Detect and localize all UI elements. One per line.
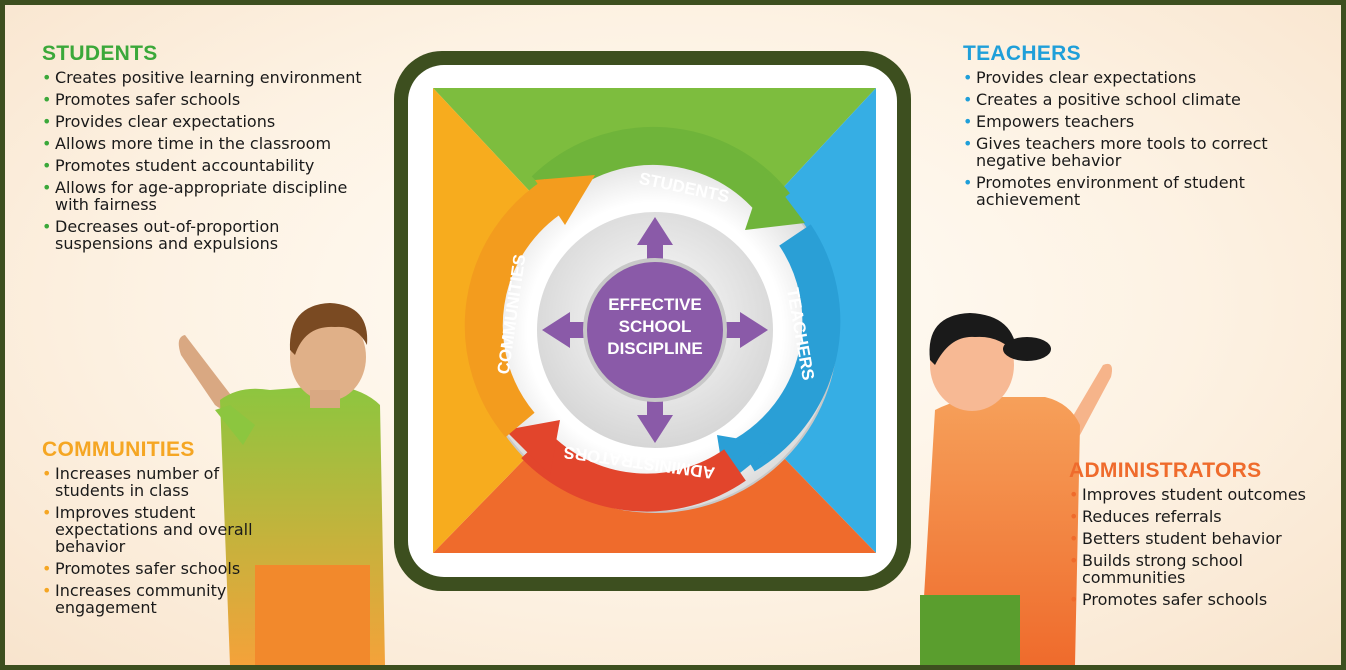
list-item: Promotes safer schools bbox=[1069, 591, 1309, 608]
list-item: Provides clear expectations bbox=[963, 69, 1313, 86]
administrators-panel: ADMINISTRATORS Improves student outcomes… bbox=[1069, 459, 1309, 613]
center-label-line1: EFFECTIVE bbox=[608, 295, 702, 314]
center-label-line3: DISCIPLINE bbox=[607, 339, 702, 358]
list-item: Increases number of students in class bbox=[42, 465, 272, 499]
students-heading: STUDENTS bbox=[42, 42, 158, 65]
list-item: Allows more time in the classroom bbox=[42, 135, 372, 152]
administrators-heading: ADMINISTRATORS bbox=[1069, 459, 1262, 482]
list-item: Promotes student accountability bbox=[42, 157, 372, 174]
administrators-arrow bbox=[521, 431, 746, 512]
list-item: Improves student expectations and overal… bbox=[42, 504, 272, 555]
list-item: Promotes safer schools bbox=[42, 91, 372, 108]
teachers-list: Provides clear expectations Creates a po… bbox=[963, 69, 1313, 208]
communities-list: Increases number of students in class Im… bbox=[42, 465, 272, 616]
center-circle bbox=[583, 258, 727, 402]
central-diagram: STUDENTS TEACHERS ADMINISTRATORS COMMUNI… bbox=[394, 51, 911, 591]
students-list: Creates positive learning environment Pr… bbox=[42, 69, 372, 252]
communities-heading: COMMUNITIES bbox=[42, 438, 195, 461]
list-item: Allows for age-appropriate discipline wi… bbox=[42, 179, 372, 213]
communities-arrow bbox=[464, 179, 566, 438]
students-panel: STUDENTS Creates positive learning envir… bbox=[42, 42, 372, 257]
teachers-heading: TEACHERS bbox=[963, 42, 1081, 65]
illustration-layer: STUDENTS TEACHERS ADMINISTRATORS COMMUNI… bbox=[178, 51, 1112, 665]
teachers-panel: TEACHERS Provides clear expectations Cre… bbox=[963, 42, 1313, 213]
list-item: Gives teachers more tools to correct neg… bbox=[963, 135, 1313, 169]
list-item: Provides clear expectations bbox=[42, 113, 372, 130]
list-item: Betters student behavior bbox=[1069, 530, 1309, 547]
girl-illustration bbox=[920, 313, 1112, 665]
list-item: Creates a positive school climate bbox=[963, 91, 1313, 108]
communities-panel: COMMUNITIES Increases number of students… bbox=[42, 438, 272, 621]
administrators-list: Improves student outcomes Reduces referr… bbox=[1069, 486, 1309, 608]
list-item: Increases community engagement bbox=[42, 582, 272, 616]
list-item: Builds strong school communities bbox=[1069, 552, 1309, 586]
list-item: Promotes safer schools bbox=[42, 560, 272, 577]
list-item: Promotes environment of student achievem… bbox=[963, 174, 1313, 208]
students-arrow bbox=[531, 126, 790, 218]
list-item: Empowers teachers bbox=[963, 113, 1313, 130]
list-item: Improves student outcomes bbox=[1069, 486, 1309, 503]
list-item: Creates positive learning environment bbox=[42, 69, 372, 86]
list-item: Reduces referrals bbox=[1069, 508, 1309, 525]
teachers-arrow bbox=[735, 224, 841, 472]
center-label-line2: SCHOOL bbox=[619, 317, 692, 336]
list-item: Decreases out-of-proportion suspensions … bbox=[42, 218, 372, 252]
